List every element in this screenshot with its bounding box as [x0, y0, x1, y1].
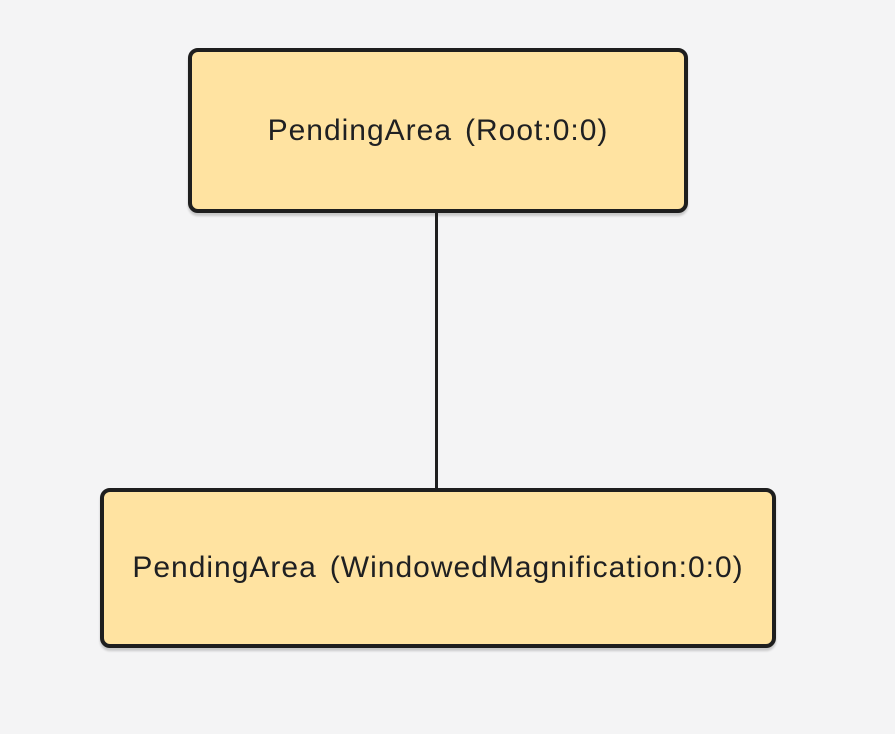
node-qualifier: (WindowedMagnification:0:0)	[329, 551, 744, 584]
node-qualifier: (Root:0:0)	[465, 113, 609, 147]
node-pendingarea-root: PendingArea (Root:0:0)	[188, 48, 688, 213]
node-pendingarea-windowedmagnification: PendingArea (WindowedMagnification:0:0)	[100, 488, 776, 648]
node-label: PendingArea	[132, 551, 317, 584]
edge-root-to-windowedmagnification	[435, 213, 438, 488]
node-label: PendingArea	[267, 113, 453, 147]
